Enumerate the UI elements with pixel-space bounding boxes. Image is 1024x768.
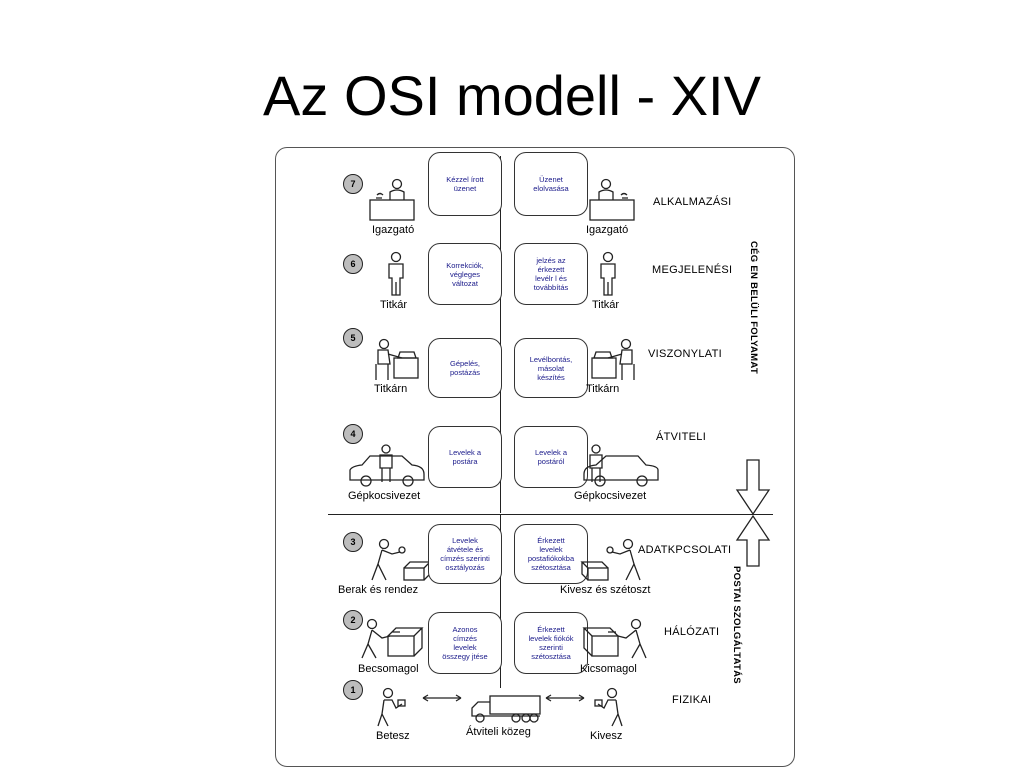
sorting-worker-icon bbox=[371, 538, 432, 581]
layer-2-name: HÁLÓZATI bbox=[664, 626, 720, 638]
unpacking-worker-icon bbox=[582, 618, 647, 659]
layer-3-number: 3 bbox=[343, 532, 363, 552]
layer-1-name: FIZIKAI bbox=[672, 694, 712, 706]
layer-1-right-person: Kivesz bbox=[590, 730, 623, 742]
layer-5-right-person: Titkárn bbox=[586, 383, 620, 395]
layer-7-name: ALKALMAZÁSI bbox=[653, 196, 732, 208]
sorting-worker-icon bbox=[580, 538, 641, 581]
layer-4-left-person: Gépkocsivezet bbox=[348, 490, 421, 502]
layer-1-left-person: Betesz bbox=[376, 730, 410, 742]
layer-5-number: 5 bbox=[343, 328, 363, 348]
layer-6-number: 6 bbox=[343, 254, 363, 274]
layer-3-right-box: Érkezett levelek postafiókokba szétosztá… bbox=[514, 524, 588, 584]
layer-3-right-person: Kivesz és szétoszt bbox=[560, 584, 651, 596]
right-double-arrow bbox=[545, 694, 585, 702]
layer-7-number: 7 bbox=[343, 174, 363, 194]
secretary-person-icon bbox=[388, 251, 404, 296]
layer-2-right-person: Kicsomagol bbox=[580, 663, 637, 675]
layer-2-left-person: Becsomagol bbox=[358, 663, 419, 675]
layer-3-name: ADATKPCSOLATI bbox=[638, 544, 732, 556]
slide-title: Az OSI modell - XIV bbox=[263, 64, 761, 127]
layer-3-left-person: Berak és rendez bbox=[338, 584, 419, 596]
left-double-arrow bbox=[422, 694, 462, 702]
layer-6-right-box: jelzés az érkezett levélr l és továbbítá… bbox=[514, 243, 588, 305]
layer-2-number: 2 bbox=[343, 610, 363, 630]
packing-worker-icon bbox=[361, 618, 424, 659]
layer-4-right-box: Levelek a postáról bbox=[514, 426, 588, 488]
vertical-divider-lower bbox=[500, 515, 501, 688]
horizontal-divider bbox=[328, 514, 773, 515]
secretary-person-icon bbox=[600, 251, 616, 296]
layer-4-right-person: Gépkocsivezet bbox=[574, 490, 647, 502]
layer-4-number: 4 bbox=[343, 424, 363, 444]
director-desk-icon bbox=[589, 178, 635, 221]
vertical-divider-upper bbox=[500, 156, 501, 513]
unloading-person-icon bbox=[594, 687, 623, 727]
director-desk-icon bbox=[369, 178, 415, 221]
layer-6-right-person: Titkár bbox=[592, 299, 620, 311]
layer-4-left-box: Levelek a postára bbox=[428, 426, 502, 488]
typist-at-desk-icon bbox=[375, 338, 419, 380]
driver-car-icon bbox=[349, 444, 425, 487]
layer-5-right-box: Levélbontás, másolat készítés bbox=[514, 338, 588, 398]
driver-car-icon bbox=[583, 444, 659, 487]
layer-6-name: MEGJELENÉSI bbox=[652, 264, 733, 276]
layer-6-left-person: Titkár bbox=[380, 299, 408, 311]
layer-7-right-box: Üzenet elolvasása bbox=[514, 152, 588, 216]
layer-2-right-box: Érkezett levelek fiókók szerinti szétosz… bbox=[514, 612, 588, 674]
loading-person-icon bbox=[377, 687, 406, 727]
layer-3-left-box: Levelek átvétele és címzés szerinti oszt… bbox=[428, 524, 502, 584]
layer-4-name: ÁTVITELI bbox=[656, 431, 707, 443]
layer-1-center-label: Átviteli közeg bbox=[466, 726, 531, 738]
side-label-lower: POSTAI SZOLGÁLTATÁS bbox=[731, 566, 742, 684]
converging-arrows-icon bbox=[735, 459, 771, 567]
layer-7-left-person: Igazgató bbox=[372, 224, 415, 236]
layer-5-name: VISZONYLATI bbox=[648, 348, 722, 360]
layer-7-left-box: Kézzel írott üzenet bbox=[428, 152, 502, 216]
osi-diagram: 7 Igazgató Kézzel írott üzenet Üzenet el… bbox=[275, 147, 795, 767]
layer-7-right-person: Igazgató bbox=[586, 224, 629, 236]
delivery-truck-icon bbox=[471, 695, 541, 723]
layer-5-left-box: Gépelés, postázás bbox=[428, 338, 502, 398]
layer-6-left-box: Korrekciók, végleges változat bbox=[428, 243, 502, 305]
layer-1-number: 1 bbox=[343, 680, 363, 700]
side-label-upper: CÉG EN BELÜLI FOLYAMAT bbox=[748, 241, 759, 374]
layer-5-left-person: Titkárn bbox=[374, 383, 408, 395]
layer-2-left-box: Azonos címzés levelek összegy jtése bbox=[428, 612, 502, 674]
typist-at-desk-icon bbox=[591, 338, 635, 380]
